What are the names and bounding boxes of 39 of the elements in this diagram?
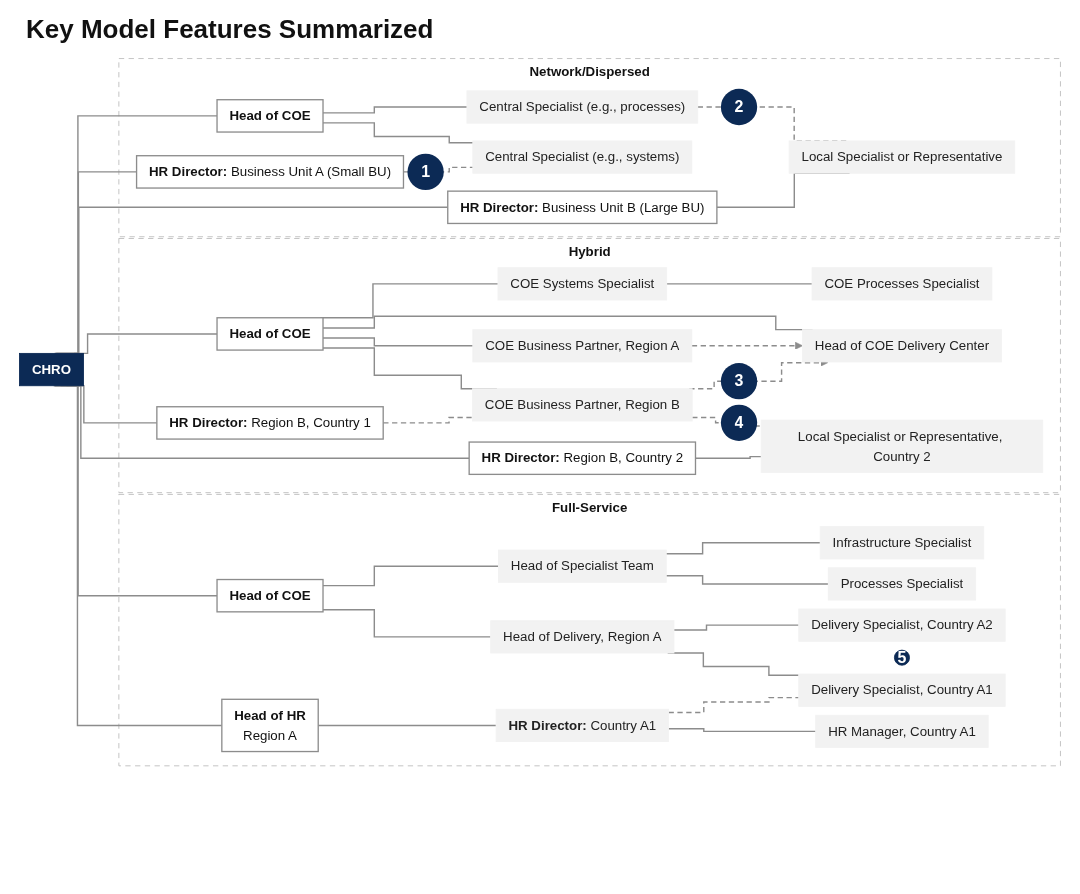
node-box: Delivery Specialist, Country A1 — [798, 673, 1006, 707]
node-circle: 5 — [894, 649, 910, 666]
diagram-title: Key Model Features Summarized — [26, 14, 435, 45]
node-box: Head of Delivery, Region A — [490, 620, 675, 654]
node-box: HR Manager, Country A1 — [815, 714, 989, 748]
arrow — [691, 341, 803, 350]
node-box: Head of COE Delivery Center — [802, 329, 1002, 363]
node-box: Head of COE — [216, 317, 324, 351]
node-box: Central Specialist (e.g., processes) — [466, 90, 699, 124]
node-box: Infrastructure Specialist — [819, 526, 985, 560]
node-box: Head of COE — [216, 578, 324, 613]
node-box: Local Specialist or Representative — [788, 140, 1016, 174]
node-box: Delivery Specialist, Country A2 — [798, 608, 1006, 642]
node-box: Head of Specialist Team — [498, 549, 667, 583]
node-box: HR Director: Region B, Country 1 — [156, 406, 384, 440]
edge-label: 1 — [421, 162, 431, 181]
connector — [667, 728, 817, 733]
connector — [673, 624, 800, 631]
node-box: CHRO — [19, 352, 84, 387]
edge-label: 3 — [734, 371, 744, 390]
node-box: HR Director: Region B, Country 2 — [468, 441, 697, 476]
node-box: Processes Specialist — [827, 567, 977, 601]
connector — [665, 542, 821, 555]
node-box: HR Director: Country A1 — [495, 708, 669, 743]
node-box: COE Systems Specialist — [497, 267, 668, 301]
node-box: COE Business Partner, Region A — [472, 329, 693, 363]
connector — [665, 575, 829, 585]
edge-label: 4 — [734, 413, 744, 432]
node-box: HR Director: Business Unit B (Large BU) — [447, 190, 718, 225]
edge-label: 2 — [734, 97, 744, 116]
node-box: COE Processes Specialist — [811, 267, 993, 301]
node-box: Local Specialist or Representative, Country 2 — [760, 419, 1044, 473]
node-box: Head of COE — [216, 99, 324, 133]
node-box: Head of HR Region A — [221, 698, 319, 753]
node-box: COE Business Partner, Region B — [472, 388, 693, 422]
connector — [665, 283, 813, 285]
node-box: HR Director: Business Unit A (Small BU) — [135, 155, 405, 189]
node-box: Central Specialist (e.g., systems) — [472, 140, 693, 174]
connector — [667, 696, 800, 714]
